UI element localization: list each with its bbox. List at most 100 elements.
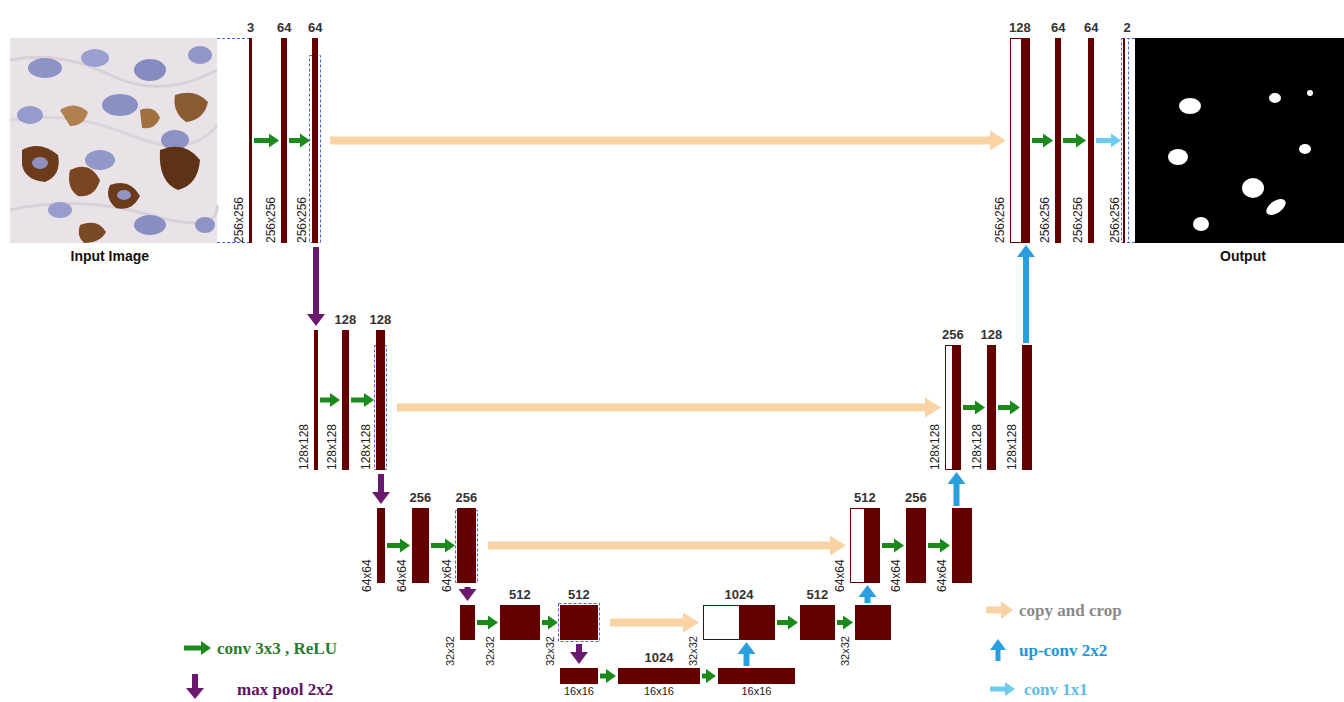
input-image-part bbox=[160, 147, 200, 190]
arrow-connector bbox=[610, 613, 699, 633]
channel-count: 2 bbox=[1124, 21, 1131, 34]
input-image-part bbox=[188, 46, 212, 64]
legend-arrow bbox=[990, 639, 1006, 661]
legend-arrow-head bbox=[990, 639, 1006, 650]
input-image-part bbox=[134, 215, 166, 235]
output-mask-part bbox=[1168, 149, 1188, 165]
input-image-part bbox=[102, 94, 138, 116]
feature-map: 25664x64 bbox=[906, 508, 926, 583]
size-label: 16x16 bbox=[644, 686, 674, 697]
size-label: 128x128 bbox=[326, 424, 338, 470]
size-label: 32x32 bbox=[485, 636, 496, 666]
legend-arrow-shaft bbox=[192, 674, 198, 689]
arrow-connector bbox=[330, 131, 1006, 151]
arrow-shaft bbox=[1063, 138, 1077, 143]
dashed-guide bbox=[217, 39, 1135, 642]
copied-part bbox=[945, 345, 953, 470]
feature-map: 32x32 bbox=[460, 605, 475, 640]
size-label: 32x32 bbox=[840, 636, 851, 666]
copied-part bbox=[703, 605, 740, 640]
input-image-part bbox=[134, 59, 166, 81]
size-label: 32x32 bbox=[545, 636, 556, 666]
dashed-guide-part bbox=[217, 38, 249, 39]
size-label: 256x256 bbox=[233, 197, 245, 243]
size-label: 64x64 bbox=[834, 559, 846, 592]
output-mask-part bbox=[1269, 93, 1281, 103]
output-mask-part bbox=[1193, 217, 1209, 231]
legend-arrow-shaft bbox=[990, 687, 1006, 692]
arrow-shaft bbox=[744, 653, 750, 666]
input-image-part bbox=[174, 93, 208, 122]
arrow-connector bbox=[488, 536, 846, 556]
arrow-shaft bbox=[254, 138, 270, 143]
size-label: 128x128 bbox=[971, 424, 983, 470]
input-image-part bbox=[117, 190, 131, 200]
feature-map: 256128x128 bbox=[945, 345, 961, 470]
channel-count: 512 bbox=[807, 588, 829, 601]
channel-count: 512 bbox=[568, 588, 590, 601]
feature-map: 64256x256 bbox=[1055, 38, 1061, 243]
feature-map: 25664x64 bbox=[412, 508, 429, 583]
arrow-connector bbox=[1096, 134, 1121, 148]
arrow-shaft bbox=[777, 620, 789, 625]
legend-arrow-head bbox=[201, 641, 211, 655]
legend-text: conv 1x1 bbox=[1024, 681, 1088, 698]
arrow-shaft bbox=[928, 543, 941, 548]
input-image-part bbox=[17, 106, 43, 124]
arrow-head bbox=[738, 642, 756, 654]
size-label: 256x256 bbox=[994, 197, 1006, 243]
size-label: 128x128 bbox=[1006, 424, 1018, 470]
arrow-connector bbox=[882, 539, 904, 553]
arrow-shaft bbox=[320, 398, 331, 403]
arrow-head bbox=[1017, 245, 1035, 257]
feature-map: 64256x256 bbox=[312, 38, 318, 243]
size-label: 256x256 bbox=[265, 197, 277, 243]
channel-count: 128 bbox=[370, 313, 392, 326]
image-caption: Output bbox=[1220, 249, 1266, 263]
output-mask-part bbox=[1264, 196, 1289, 218]
arrow-connector bbox=[477, 616, 498, 630]
size-label: 128x128 bbox=[360, 424, 372, 470]
arrow-connector bbox=[320, 393, 340, 407]
arrow-shaft bbox=[837, 620, 844, 625]
feature-map: 3256x256 bbox=[249, 38, 252, 243]
channel-count: 512 bbox=[854, 491, 876, 504]
feature-map: 64x64 bbox=[952, 508, 972, 583]
size-label: 16x16 bbox=[564, 686, 594, 697]
arrow-head bbox=[606, 669, 616, 683]
feature-map: 128256x256 bbox=[1010, 38, 1030, 243]
channel-count: 64 bbox=[1084, 21, 1098, 34]
arrow-shaft bbox=[488, 542, 831, 550]
arrow-connector bbox=[387, 539, 410, 553]
input-image-part bbox=[108, 183, 140, 209]
arrow-head bbox=[330, 393, 340, 407]
input-image-part bbox=[32, 157, 48, 169]
legend-arrow-shaft bbox=[184, 646, 202, 651]
arrow-head bbox=[300, 134, 310, 148]
arrow-connector bbox=[397, 398, 941, 418]
channel-count: 128 bbox=[1009, 21, 1031, 34]
input-image-part bbox=[60, 105, 88, 126]
size-label: 64x64 bbox=[361, 559, 373, 592]
input-image-part bbox=[22, 146, 59, 182]
arrow-head bbox=[859, 585, 877, 597]
legend-arrow-shaft bbox=[996, 649, 1001, 661]
output-mask-part bbox=[1135, 38, 1344, 243]
arrow-head bbox=[1043, 134, 1053, 148]
arrow-shaft bbox=[397, 404, 926, 412]
legend-text: up-conv 2x2 bbox=[1019, 642, 1107, 659]
arrow-head bbox=[269, 134, 279, 148]
size-label: 256x256 bbox=[1109, 197, 1121, 243]
channel-count: 64 bbox=[308, 21, 322, 34]
arrow-shaft bbox=[477, 620, 489, 625]
legend-text: conv 3x3 , ReLU bbox=[217, 640, 337, 657]
channel-count: 256 bbox=[456, 491, 478, 504]
feature-map: 51232x32 bbox=[560, 605, 598, 640]
arrow-head bbox=[948, 472, 966, 484]
arrow-shaft bbox=[431, 543, 446, 548]
arrow-shaft bbox=[882, 543, 895, 548]
size-label: 32x32 bbox=[445, 636, 456, 666]
arrow-head bbox=[364, 393, 374, 407]
